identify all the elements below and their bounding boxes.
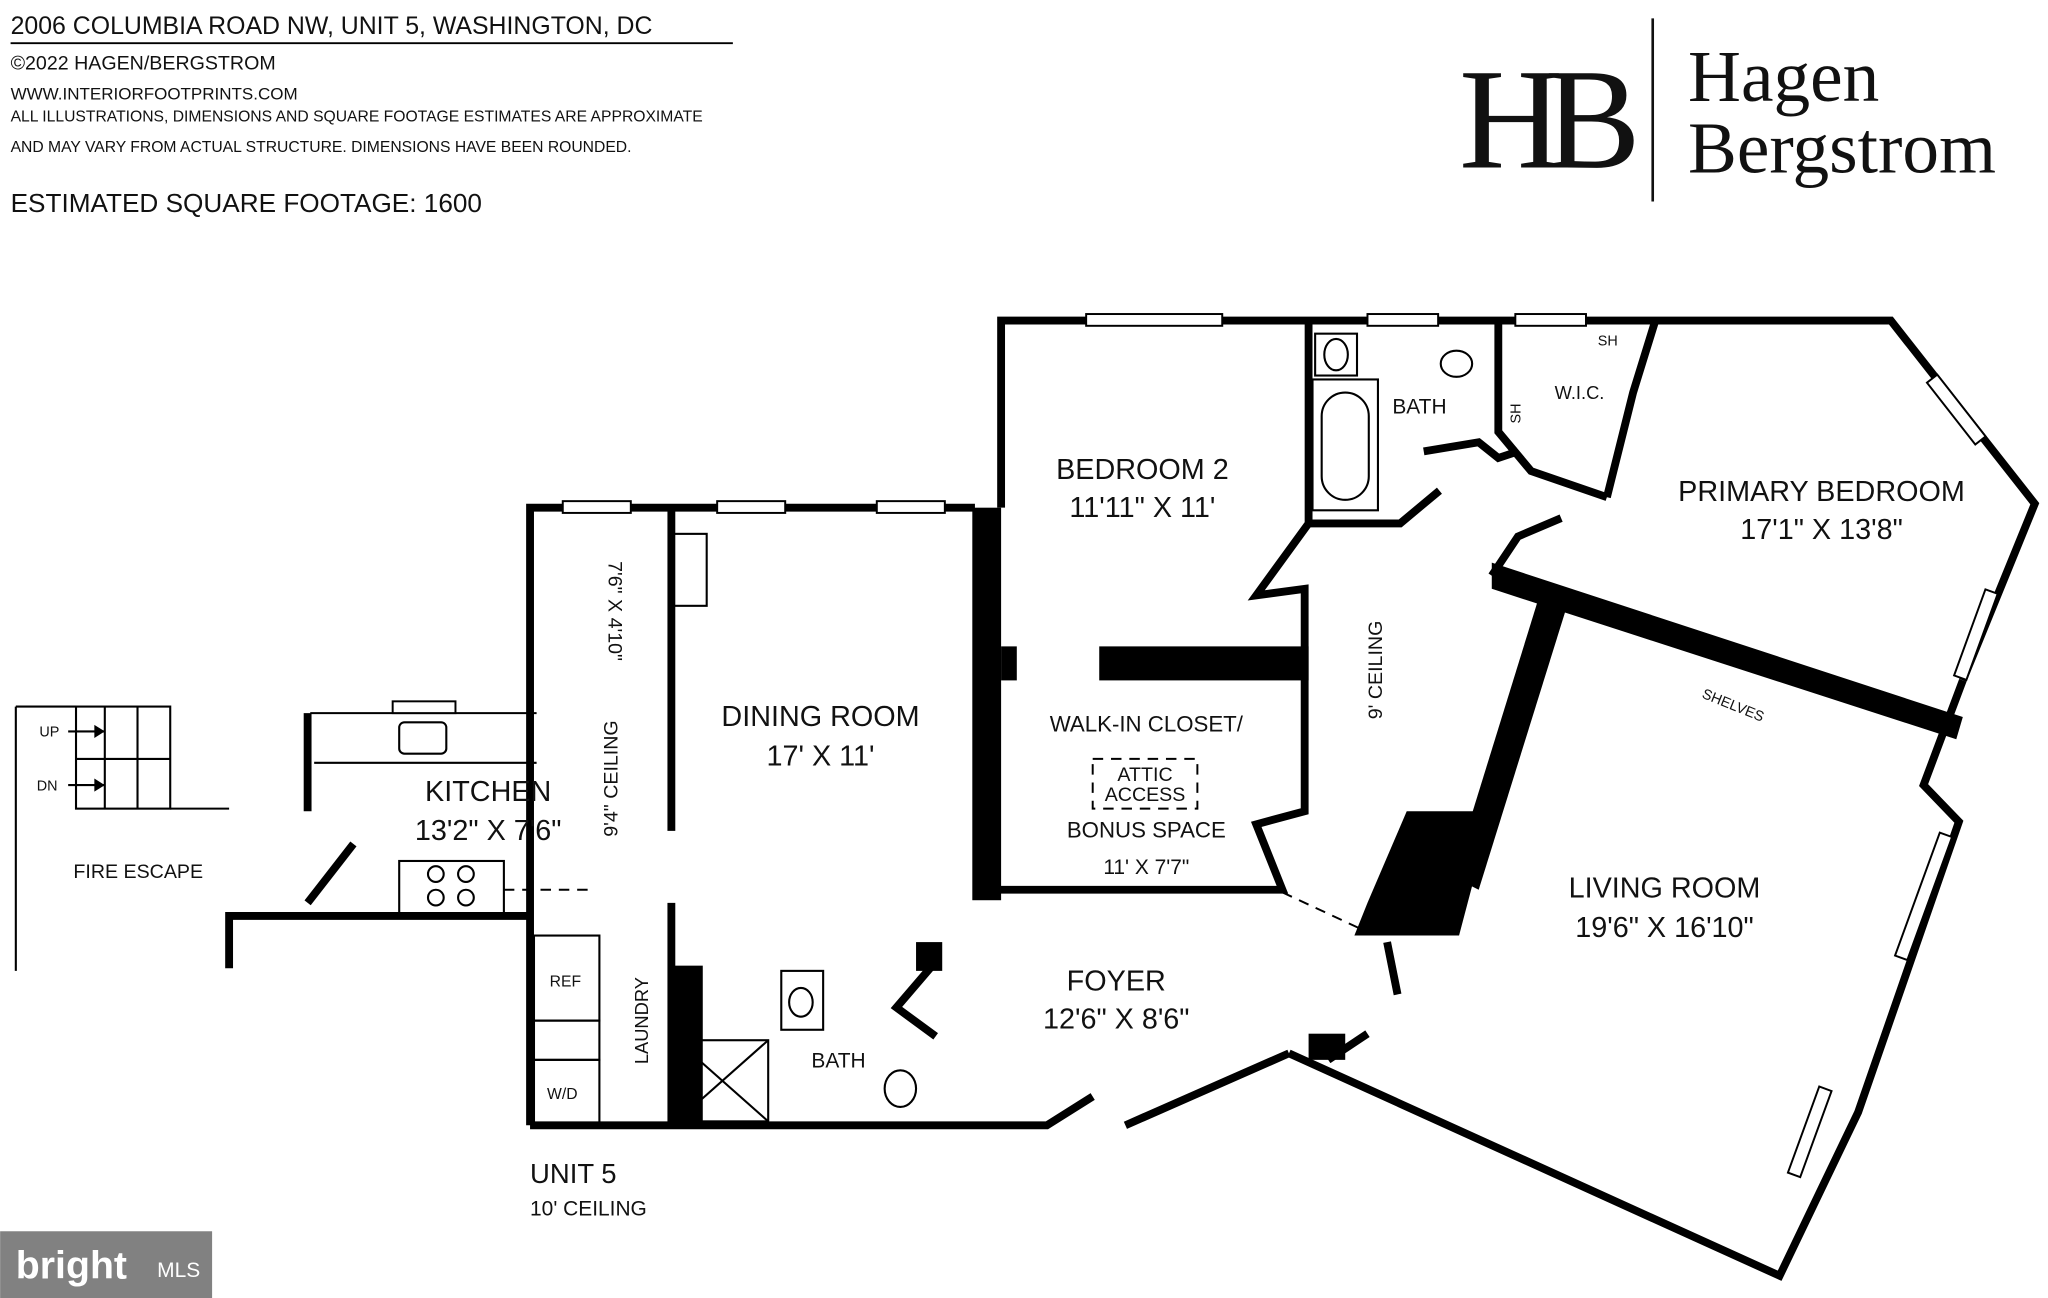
attic-label-2: ACCESS — [1105, 784, 1186, 806]
kitchen-dims: 13'2" X 7'6" — [415, 815, 562, 847]
website: WWW.INTERIORFOOTPRINTS.COM — [11, 84, 298, 103]
watermark-suffix: MLS — [157, 1259, 200, 1282]
stairs-down-label: DN — [37, 778, 58, 794]
dining-room-name: DINING ROOM — [721, 701, 919, 733]
windows — [391, 313, 1999, 1179]
foyer-dims: 12'6" X 8'6" — [1043, 1003, 1190, 1035]
attic-label-1: ATTIC — [1117, 764, 1172, 786]
bedroom2-dims: 11'11" X 11' — [1069, 492, 1215, 524]
disclaimer-2: AND MAY VARY FROM ACTUAL STRUCTURE. DIME… — [11, 139, 632, 156]
logo-line1: Hagen — [1688, 36, 1879, 117]
bedroom2-name: BEDROOM 2 — [1056, 454, 1229, 486]
bath-upper-label: BATH — [1392, 395, 1446, 418]
bright-mls-watermark: bright MLS — [0, 1231, 213, 1298]
hagen-bergstrom-logo: HB Hagen Bergstrom — [1459, 18, 1996, 202]
closet-name: WALK-IN CLOSET/ — [1050, 711, 1244, 736]
laundry-label: LAUNDRY — [631, 977, 652, 1064]
wic-label: W.I.C. — [1555, 382, 1605, 403]
stairs-up-label: UP — [39, 725, 59, 741]
refrigerator-label: REF — [550, 974, 581, 991]
shower-label-1: SH — [1598, 333, 1618, 349]
primary-bedroom-name: PRIMARY BEDROOM — [1678, 476, 1965, 508]
logo-line2: Bergstrom — [1688, 108, 1996, 189]
copyright: ©2022 HAGEN/BERGSTROM — [11, 52, 276, 74]
living-room-dims: 19'6" X 16'10" — [1575, 912, 1754, 944]
pantry-dims-label: 7'6" X 4'10" — [604, 561, 626, 661]
closet-name-2: BONUS SPACE — [1067, 817, 1226, 842]
washer-dryer-label: W/D — [547, 1086, 577, 1103]
logo-monogram: HB — [1459, 40, 1634, 199]
shower-label-2: SH — [1509, 403, 1525, 423]
foyer-name: FOYER — [1067, 966, 1166, 998]
living-room-name: LIVING ROOM — [1569, 873, 1761, 905]
watermark-brand: bright — [16, 1243, 127, 1287]
dining-room-dims: 17' X 11' — [767, 740, 875, 772]
closet-dims: 11' X 7'7" — [1103, 856, 1189, 879]
unit-label: UNIT 5 — [530, 1158, 617, 1189]
bath-lower-label: BATH — [811, 1050, 865, 1073]
hall-ceiling-label: 9' CEILING — [1365, 621, 1387, 720]
shelves-label: SHELVES — [1700, 686, 1766, 725]
disclaimer-1: ALL ILLUSTRATIONS, DIMENSIONS AND SQUARE… — [11, 109, 703, 126]
primary-bedroom-dims: 17'1" X 13'8" — [1740, 514, 1903, 546]
walls — [225, 316, 2040, 1281]
fire-escape-label: FIRE ESCAPE — [73, 861, 203, 883]
kitchen-name: KITCHEN — [425, 776, 551, 808]
square-footage: ESTIMATED SQUARE FOOTAGE: 1600 — [11, 188, 482, 218]
fixtures — [14, 332, 1474, 1124]
address: 2006 COLUMBIA ROAD NW, UNIT 5, WASHINGTO… — [11, 12, 653, 40]
unit-ceiling-label: 10' CEILING — [530, 1198, 647, 1221]
kitchen-ceiling-label: 9'4" CEILING — [601, 720, 623, 836]
